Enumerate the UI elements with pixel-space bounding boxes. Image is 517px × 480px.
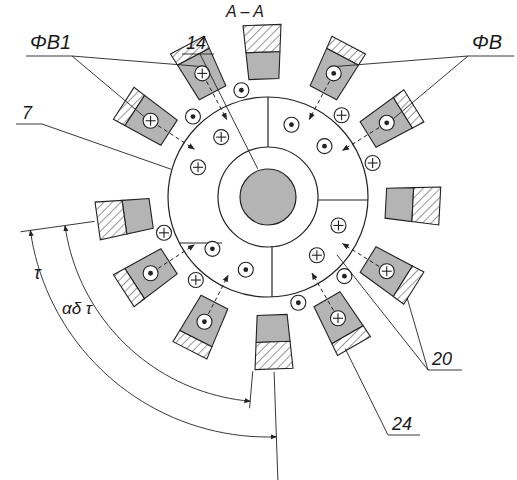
pole-shoe-hatched <box>327 36 366 65</box>
current-cross-symbol <box>156 225 171 240</box>
pole-shoe-hatched <box>255 341 293 369</box>
flux-label: ΦB <box>472 32 502 52</box>
extension-line <box>20 221 94 231</box>
section-title: A – A <box>226 4 264 20</box>
current-cross-symbol <box>214 130 229 145</box>
current-cross-symbol <box>188 273 203 288</box>
pole-shoe-hatched <box>113 268 144 306</box>
current-cross-symbol <box>331 218 346 233</box>
leader-line <box>337 255 428 370</box>
leader-line <box>72 56 199 66</box>
flux-path-arrow <box>309 81 329 119</box>
leader-line <box>345 348 388 435</box>
current-cross-symbol <box>331 311 346 326</box>
pole-core <box>246 51 280 79</box>
pole-core <box>385 188 414 222</box>
flux-path-arrow <box>158 245 194 268</box>
current-dot-symbol <box>379 115 394 130</box>
pole-shoe-hatched <box>243 24 281 52</box>
segment-divider <box>318 199 368 200</box>
pole-shoe-hatched <box>95 200 127 239</box>
pole-group <box>95 24 441 369</box>
pole-shoe-hatched <box>113 87 144 125</box>
leader-line <box>16 124 42 125</box>
pole-shoe-hatched <box>393 266 424 304</box>
extension-line <box>274 372 278 480</box>
leader-line <box>428 370 462 371</box>
pole-core <box>122 199 153 234</box>
leader-line <box>394 56 468 119</box>
current-dot-symbol <box>234 83 249 98</box>
current-cross-symbol <box>309 248 324 263</box>
leader-line <box>182 54 214 55</box>
pole-shoe-hatched <box>412 187 441 225</box>
segment-divider <box>271 246 272 297</box>
current-cross-symbol <box>191 160 206 175</box>
leader-line <box>468 56 514 57</box>
leader-line <box>407 298 428 370</box>
leader-line <box>26 56 72 57</box>
flux-label: ΦB1 <box>30 32 71 52</box>
pole-core <box>256 314 290 342</box>
flux-path-arrow <box>209 275 229 313</box>
dimension-label: αδ τ <box>62 300 92 317</box>
callout-number: 7 <box>22 104 32 122</box>
current-dot-symbol <box>326 66 341 81</box>
flux-path-arrow <box>343 244 379 267</box>
current-dot-symbol <box>238 262 253 277</box>
leader-line <box>42 124 171 169</box>
current-dot-symbol <box>143 266 158 281</box>
leader-line <box>72 56 144 116</box>
leader-line <box>337 56 468 66</box>
callout-number: 14 <box>186 34 206 52</box>
current-dot-symbol <box>197 314 212 329</box>
leader-lines <box>16 54 514 435</box>
leader-line <box>388 435 420 436</box>
callout-number: 24 <box>392 415 412 433</box>
current-dot-symbol <box>291 295 306 310</box>
rotor-disk <box>168 97 368 297</box>
current-dot-symbol <box>205 241 220 256</box>
current-dot-symbol <box>185 109 200 124</box>
leader-line <box>200 54 258 169</box>
flux-path-arrow <box>158 126 194 149</box>
hub-circle <box>218 147 318 247</box>
shaft <box>240 169 296 225</box>
callout-number: 20 <box>432 350 452 368</box>
current-cross-symbol <box>379 264 394 279</box>
current-cross-symbol <box>143 113 158 128</box>
pole-shoe-hatched <box>173 330 212 358</box>
flux-path-arrow <box>343 128 379 151</box>
pole-shoe-hatched <box>332 326 371 356</box>
current-dot-symbol <box>284 117 299 132</box>
current-cross-symbol <box>365 156 380 171</box>
dimension-label: τ <box>34 264 41 282</box>
extension-line <box>250 371 253 408</box>
current-dot-symbol <box>317 139 332 154</box>
pole-shoe-hatched <box>393 90 424 128</box>
flux-path-arrow <box>312 273 334 310</box>
segment-divider <box>267 97 268 147</box>
current-cross-symbol <box>334 108 349 123</box>
